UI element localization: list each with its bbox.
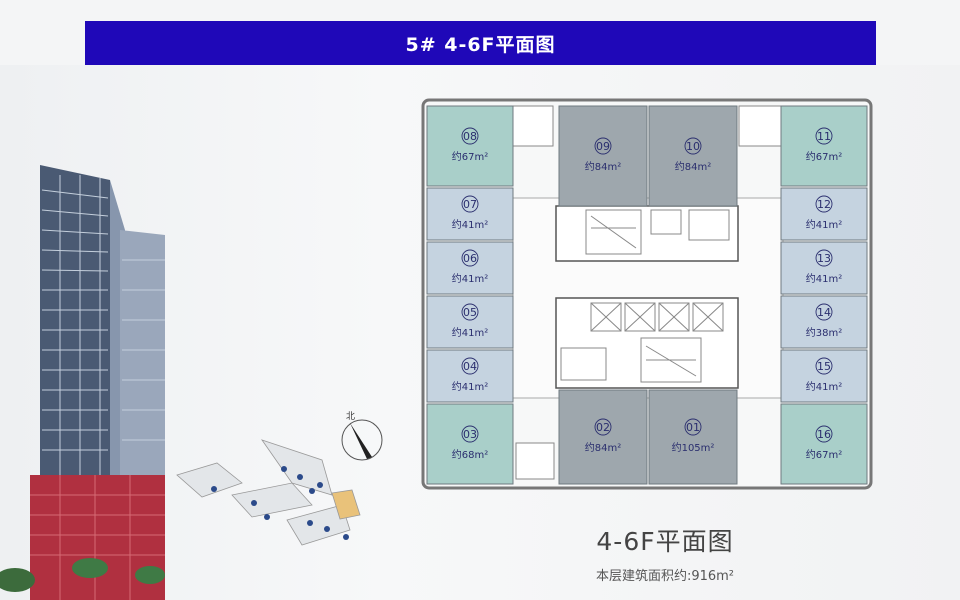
unit-number: 10 bbox=[686, 140, 700, 153]
unit-area: 约68m² bbox=[452, 448, 488, 461]
unit-number: 03 bbox=[463, 428, 477, 441]
unit-16: 16 约67m² bbox=[780, 403, 868, 485]
page-title-banner: 5# 4-6F平面图 bbox=[85, 21, 876, 65]
page-title: 5# 4-6F平面图 bbox=[405, 33, 556, 56]
unit-number: 02 bbox=[596, 421, 610, 434]
plan-title: 4-6F平面图 bbox=[596, 527, 734, 556]
unit-number-circle bbox=[684, 418, 702, 436]
unit-area: 约41m² bbox=[806, 380, 842, 393]
unit-area: 约38m² bbox=[806, 326, 842, 339]
unit-number: 16 bbox=[817, 428, 831, 441]
unit-12: 12 约41m² bbox=[780, 187, 868, 241]
unit-shape bbox=[426, 105, 514, 187]
unit-number-circle bbox=[461, 425, 479, 443]
unit-area: 约84m² bbox=[675, 160, 711, 173]
unit-shape bbox=[780, 403, 868, 485]
unit-shape bbox=[558, 389, 648, 485]
unit-shape bbox=[426, 241, 514, 295]
unit-03: 03 约68m² bbox=[426, 403, 514, 485]
floor-plan: 08 约67m² 09 约84m² 10 约84m² 11 约67m² 07 约41m² 12 约41… bbox=[421, 98, 873, 490]
unit-14: 14 约38m² bbox=[780, 295, 868, 349]
unit-04: 04 约41m² bbox=[426, 349, 514, 403]
unit-number-circle bbox=[461, 357, 479, 375]
unit-number-circle bbox=[815, 425, 833, 443]
unit-number: 01 bbox=[686, 421, 700, 434]
unit-number-circle bbox=[815, 195, 833, 213]
unit-shape bbox=[780, 105, 868, 187]
unit-area: 约41m² bbox=[452, 326, 488, 339]
unit-number-circle bbox=[461, 127, 479, 145]
unit-area: 约67m² bbox=[806, 448, 842, 461]
unit-number-circle bbox=[461, 195, 479, 213]
unit-number-circle bbox=[594, 137, 612, 155]
unit-number: 06 bbox=[463, 252, 477, 265]
unit-shape bbox=[426, 349, 514, 403]
unit-number-circle bbox=[815, 357, 833, 375]
unit-shape bbox=[648, 105, 738, 207]
unit-number-circle bbox=[461, 303, 479, 321]
unit-number-circle bbox=[815, 303, 833, 321]
unit-10: 10 约84m² bbox=[648, 105, 738, 207]
unit-number: 05 bbox=[463, 306, 477, 319]
unit-shape bbox=[780, 241, 868, 295]
site-plan: 北 bbox=[176, 411, 383, 546]
unit-number-circle bbox=[461, 249, 479, 267]
unit-area: 约105m² bbox=[672, 441, 715, 454]
unit-08: 08 约67m² bbox=[426, 105, 514, 187]
unit-number-circle bbox=[684, 137, 702, 155]
unit-area: 约41m² bbox=[452, 218, 488, 231]
unit-number: 09 bbox=[596, 140, 610, 153]
unit-11: 11 约67m² bbox=[780, 105, 868, 187]
north-label: 北 bbox=[346, 411, 355, 422]
unit-number-circle bbox=[594, 418, 612, 436]
unit-06: 06 约41m² bbox=[426, 241, 514, 295]
unit-number: 11 bbox=[817, 130, 831, 143]
unit-number: 08 bbox=[463, 130, 477, 143]
unit-shape bbox=[780, 349, 868, 403]
unit-05: 05 约41m² bbox=[426, 295, 514, 349]
unit-shape bbox=[780, 187, 868, 241]
unit-number: 04 bbox=[463, 360, 477, 373]
unit-area: 约84m² bbox=[585, 441, 621, 454]
unit-shape bbox=[426, 187, 514, 241]
unit-area: 约67m² bbox=[806, 150, 842, 163]
core-lower bbox=[555, 297, 739, 389]
unit-number: 07 bbox=[463, 198, 477, 211]
unit-15: 15 约41m² bbox=[780, 349, 868, 403]
unit-shape bbox=[780, 295, 868, 349]
unit-02: 02 约84m² bbox=[558, 389, 648, 485]
unit-shape bbox=[558, 105, 648, 207]
unit-shape bbox=[648, 389, 738, 485]
unit-number-circle bbox=[815, 127, 833, 145]
building-rendering bbox=[0, 165, 165, 600]
unit-13: 13 约41m² bbox=[780, 241, 868, 295]
unit-number: 15 bbox=[817, 360, 831, 373]
core-upper bbox=[555, 205, 739, 262]
unit-number: 14 bbox=[817, 306, 831, 319]
unit-09: 09 约84m² bbox=[558, 105, 648, 207]
unit-shape bbox=[426, 295, 514, 349]
unit-07: 07 约41m² bbox=[426, 187, 514, 241]
unit-area: 约41m² bbox=[452, 380, 488, 393]
unit-area: 约67m² bbox=[452, 150, 488, 163]
unit-number: 12 bbox=[817, 198, 831, 211]
unit-area: 约41m² bbox=[806, 272, 842, 285]
unit-number-circle bbox=[815, 249, 833, 267]
unit-01: 01 约105m² bbox=[648, 389, 738, 485]
floor-area-text: 本层建筑面积约:916m² bbox=[595, 569, 735, 584]
unit-number: 13 bbox=[817, 252, 831, 265]
unit-area: 约84m² bbox=[585, 160, 621, 173]
unit-shape bbox=[426, 403, 514, 485]
unit-area: 约41m² bbox=[806, 218, 842, 231]
unit-area: 约41m² bbox=[452, 272, 488, 285]
north-arrow-icon bbox=[341, 419, 383, 461]
